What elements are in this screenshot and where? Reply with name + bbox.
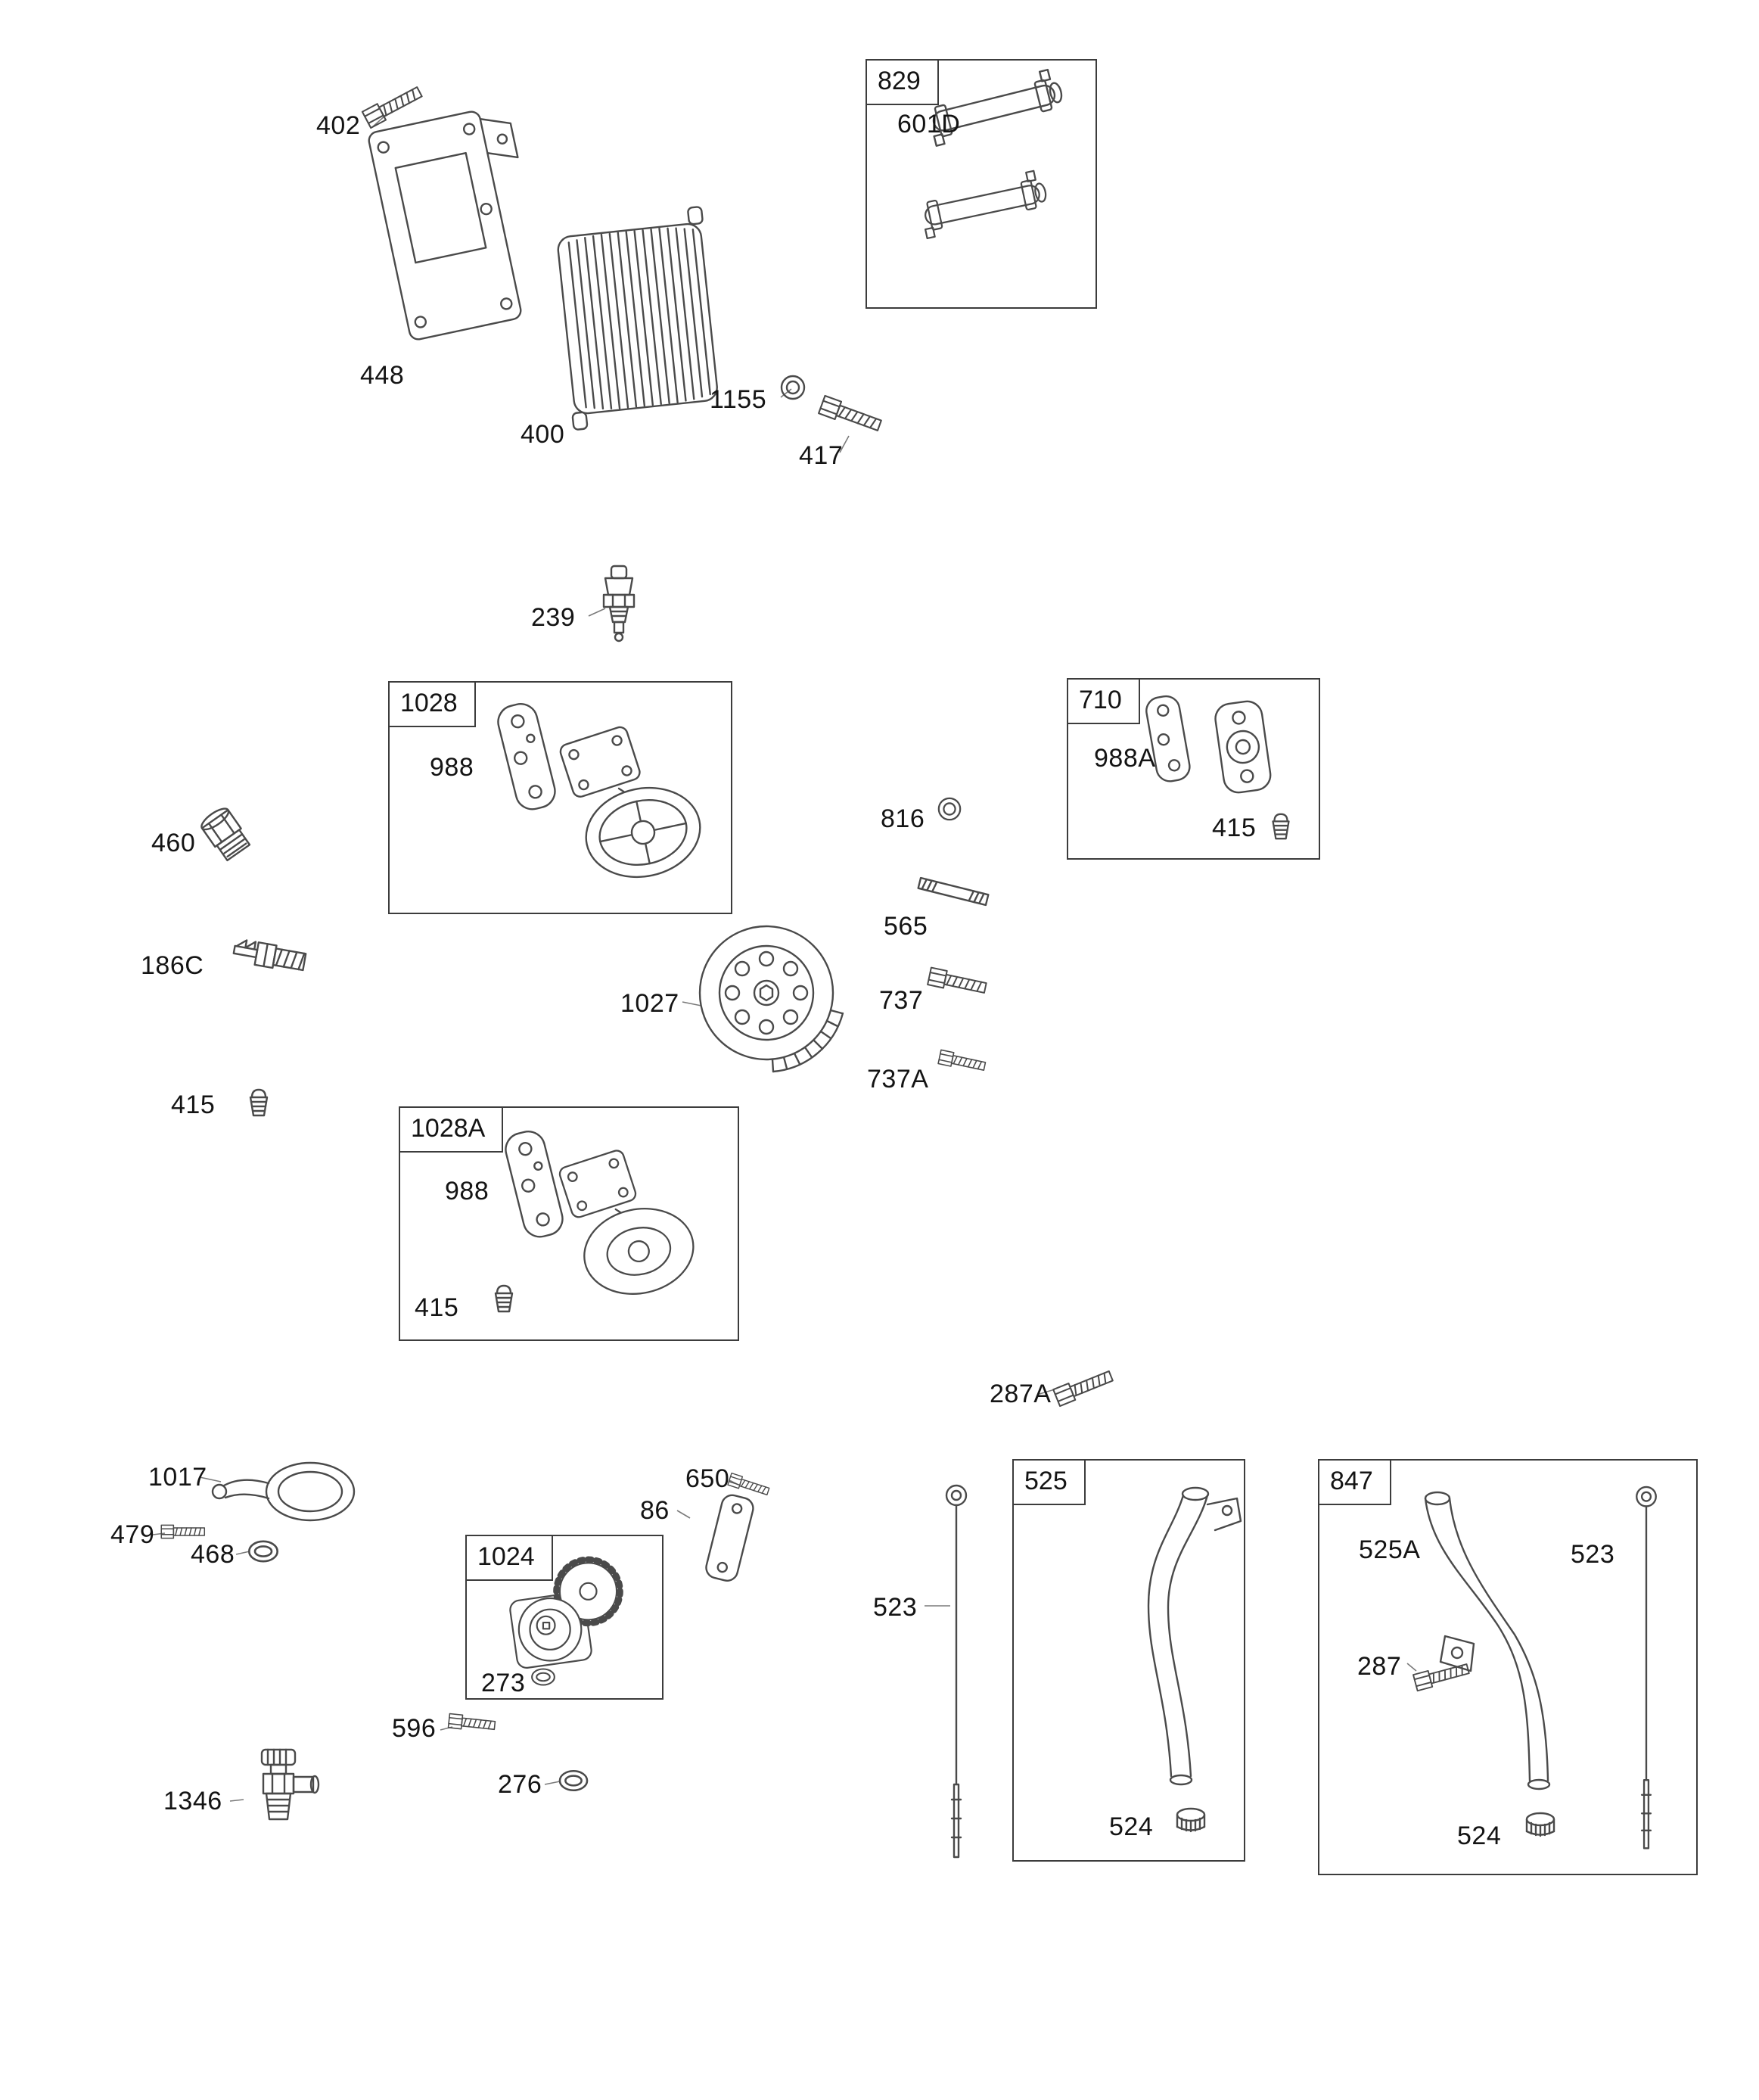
part-label-415-1028A: 415 <box>415 1293 459 1322</box>
dipstick-523-left-drawing <box>945 1484 968 1859</box>
oil-cooler-400-drawing <box>557 206 718 431</box>
hose-601D-lower-drawing <box>924 170 1047 240</box>
part-label-460: 460 <box>151 829 196 857</box>
part-label-737A: 737A <box>867 1065 929 1094</box>
filter-adapter-1028-drawing <box>559 726 701 879</box>
gasket-988-b-drawing <box>505 1131 564 1238</box>
group-label-710: 710 <box>1068 680 1140 724</box>
group-box-1024: 1024 <box>465 1535 664 1700</box>
part-label-186C: 186C <box>141 951 204 980</box>
plug-415-1028A-drawing <box>494 1284 514 1313</box>
oil-filter-1027-drawing <box>698 925 844 1073</box>
part-label-287: 287 <box>1357 1652 1402 1681</box>
fill-tube-525A-drawing <box>1424 1491 1551 1790</box>
plug-415-710-drawing <box>1272 813 1290 840</box>
fitting-186C-drawing <box>232 939 307 972</box>
part-label-816: 816 <box>881 804 925 833</box>
part-label-400: 400 <box>521 420 565 449</box>
gasket-988-drawing <box>497 703 556 810</box>
washer-276-drawing <box>558 1769 589 1792</box>
part-label-479: 479 <box>110 1520 155 1549</box>
part-label-565: 565 <box>884 912 928 941</box>
pressure-switch-239-drawing <box>602 565 636 642</box>
group-box-829: 829 <box>866 59 1097 309</box>
part-label-524-847: 524 <box>1457 1822 1502 1850</box>
part-label-417: 417 <box>799 441 844 470</box>
cover-plate-86-drawing <box>705 1494 754 1582</box>
fitting-460-drawing <box>200 807 251 862</box>
part-label-1346: 1346 <box>163 1787 222 1815</box>
washer-1155-drawing <box>780 375 806 400</box>
part-label-415-left: 415 <box>171 1090 216 1119</box>
part-label-523-left: 523 <box>873 1593 918 1622</box>
breather-1017-drawing <box>211 1461 356 1522</box>
screw-479-drawing <box>160 1524 206 1539</box>
oring-468-drawing <box>247 1540 279 1563</box>
part-label-1017: 1017 <box>148 1463 207 1492</box>
part-label-601D: 601D <box>897 110 961 138</box>
dipstick-523-847-drawing <box>1636 1486 1657 1850</box>
part-label-988-a: 988 <box>430 753 474 782</box>
part-label-523-847: 523 <box>1571 1540 1615 1569</box>
group-label-1028: 1028 <box>390 683 476 727</box>
group-label-1028A: 1028A <box>400 1108 504 1153</box>
group-label-847: 847 <box>1319 1461 1391 1505</box>
part-label-448: 448 <box>360 361 405 390</box>
part-label-239: 239 <box>531 603 576 632</box>
fill-tube-525-drawing <box>1147 1486 1242 1786</box>
washer-816-drawing <box>937 797 962 821</box>
adapter-bracket-710-drawing <box>1214 700 1272 794</box>
part-label-524-525: 524 <box>1109 1812 1154 1841</box>
plug-524-525-drawing <box>1176 1807 1206 1833</box>
bracket-448-drawing <box>368 110 522 341</box>
hose-601D-upper-drawing <box>932 68 1063 147</box>
oring-273-drawing <box>531 1668 555 1686</box>
group-box-1028: 1028 <box>388 681 732 914</box>
part-label-276: 276 <box>498 1770 542 1799</box>
drain-valve-1346-drawing <box>260 1748 320 1821</box>
group-box-1028A: 1028A <box>399 1106 739 1341</box>
part-label-988-b: 988 <box>445 1177 489 1206</box>
part-label-273: 273 <box>481 1669 526 1697</box>
oil-pump-1024-drawing <box>509 1556 623 1669</box>
plug-524-847-drawing <box>1525 1812 1555 1837</box>
part-label-1155: 1155 <box>710 385 767 414</box>
part-label-988A: 988A <box>1094 744 1156 773</box>
part-label-525A: 525A <box>1359 1535 1421 1564</box>
part-label-596: 596 <box>392 1714 437 1743</box>
part-label-468: 468 <box>191 1540 235 1569</box>
group-label-829: 829 <box>867 61 939 105</box>
group-label-1024: 1024 <box>467 1536 553 1581</box>
gasket-988A-drawing <box>1145 695 1191 782</box>
group-box-525: 525 <box>1012 1459 1245 1862</box>
plug-415-left-drawing <box>249 1088 269 1117</box>
part-label-650: 650 <box>685 1464 730 1493</box>
part-label-287A: 287A <box>990 1380 1052 1408</box>
part-label-415-710: 415 <box>1212 814 1257 842</box>
part-label-402: 402 <box>316 111 361 140</box>
group-label-525: 525 <box>1014 1461 1086 1505</box>
group-box-710: 710 <box>1067 678 1320 860</box>
group-box-847: 847 <box>1318 1459 1698 1875</box>
part-label-86: 86 <box>640 1496 670 1525</box>
part-label-737: 737 <box>879 986 924 1015</box>
filter-adapter-1028A-drawing <box>558 1150 695 1295</box>
part-label-1027: 1027 <box>620 989 679 1018</box>
